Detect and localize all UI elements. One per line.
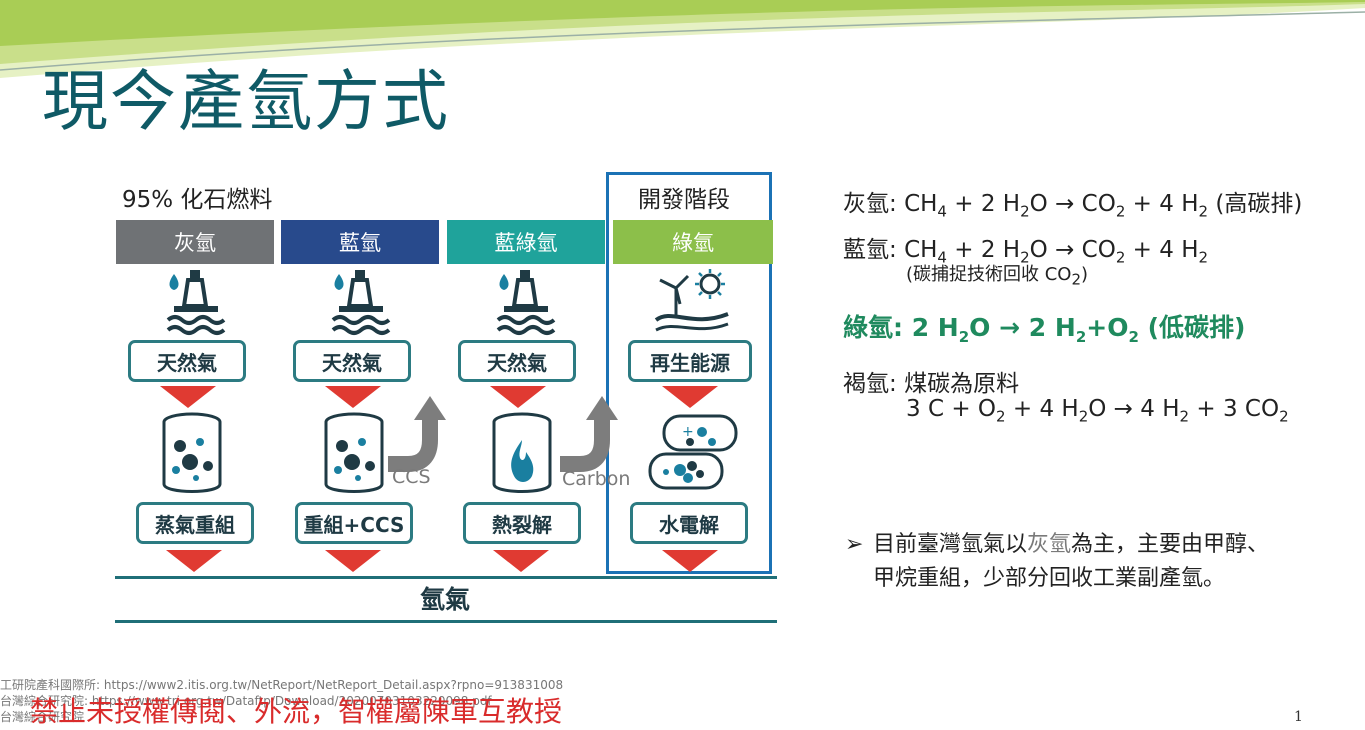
- development-stage-box: [606, 172, 772, 574]
- reactor-bubbles-icon: [162, 412, 222, 493]
- electrolyzer-icon: +: [648, 414, 738, 490]
- down-arrow-icon: [166, 550, 222, 572]
- footnote-source-2: 台灣綜合研究院: https://www.tri.org.tw/Dataftp/…: [0, 694, 492, 708]
- brown-hydrogen-label: 褐氫: 煤碳為原料: [843, 371, 1020, 397]
- carbon-label: Carbon: [562, 468, 631, 490]
- page-number: 1: [1294, 709, 1303, 725]
- reactor-bubbles-icon: [324, 412, 384, 493]
- down-arrow-icon: [662, 386, 718, 408]
- column-header-turquoise: 藍綠氫: [447, 220, 605, 264]
- ccs-capture-arrow-icon: [388, 396, 446, 472]
- down-arrow-icon: [662, 550, 718, 572]
- page-title: 現今產氫方式: [42, 63, 450, 140]
- carbon-arrow-icon: [560, 396, 618, 472]
- source-natural-gas: 天然氣: [128, 340, 246, 382]
- column-header-gray: 灰氫: [116, 220, 274, 264]
- column-header-blue: 藍氫: [281, 220, 439, 264]
- down-arrow-icon: [160, 386, 216, 408]
- process-pyrolysis: 熱裂解: [463, 502, 581, 544]
- column-header-green: 綠氫: [613, 220, 773, 264]
- hydrogen-label: 氫氣: [419, 585, 470, 614]
- down-arrow-icon: [490, 386, 546, 408]
- oil-rig-icon: [166, 270, 226, 335]
- blue-hydrogen-note: (碳捕捉技術回收 CO2): [906, 264, 1089, 289]
- down-arrow-icon: [325, 386, 381, 408]
- brown-hydrogen-equation: 3 C + O2 + 4 H2O → 4 H2 + 3 CO2: [906, 396, 1289, 426]
- source-natural-gas: 天然氣: [293, 340, 411, 382]
- source-renewable-energy: 再生能源: [628, 340, 752, 382]
- oil-rig-icon: [496, 270, 556, 335]
- fossil-fuel-label: 95% 化石燃料: [122, 187, 273, 213]
- wind-solar-icon: [654, 269, 729, 332]
- bullet-arrow-icon: ➢: [845, 532, 864, 557]
- down-arrow-icon: [493, 550, 549, 572]
- oil-rig-icon: [331, 270, 391, 335]
- footnote-source-1: 工研院產科國際所: https://www2.itis.org.tw/NetRe…: [0, 678, 564, 692]
- process-electrolysis: 水電解: [630, 502, 748, 544]
- taiwan-hydrogen-note: ➢目前臺灣氫氣以灰氫為主，主要由甲醇、 甲烷重組，少部分回收工業副產氫。: [845, 528, 1269, 596]
- reactor-flame-icon: [492, 412, 552, 493]
- copyright-watermark: 禁止未授權傳閱、外流，智權屬陳軍互教授: [30, 695, 563, 728]
- footnote-source-3: 台灣綜合研究院: [0, 710, 85, 724]
- hydrogen-band-bottom-line: [115, 620, 777, 623]
- ccs-label: CCS: [392, 466, 431, 488]
- source-natural-gas: 天然氣: [458, 340, 576, 382]
- hydrogen-band-top-line: [115, 576, 777, 579]
- header-wave-decoration: [0, 0, 1365, 78]
- development-stage-label: 開發階段: [638, 187, 730, 213]
- process-steam-reforming: 蒸氣重組: [136, 502, 254, 544]
- svg-text:+: +: [682, 424, 694, 440]
- process-reforming-ccs: 重組+CCS: [295, 502, 413, 544]
- blue-hydrogen-equation: 藍氫: CH4 + 2 H2O → CO2 + 4 H2: [843, 237, 1209, 267]
- down-arrow-icon: [325, 550, 381, 572]
- green-hydrogen-equation: 綠氫: 2 H2O → 2 H2+O2 (低碳排): [843, 313, 1246, 346]
- gray-hydrogen-equation: 灰氫: CH4 + 2 H2O → CO2 + 4 H2 (高碳排): [843, 191, 1303, 221]
